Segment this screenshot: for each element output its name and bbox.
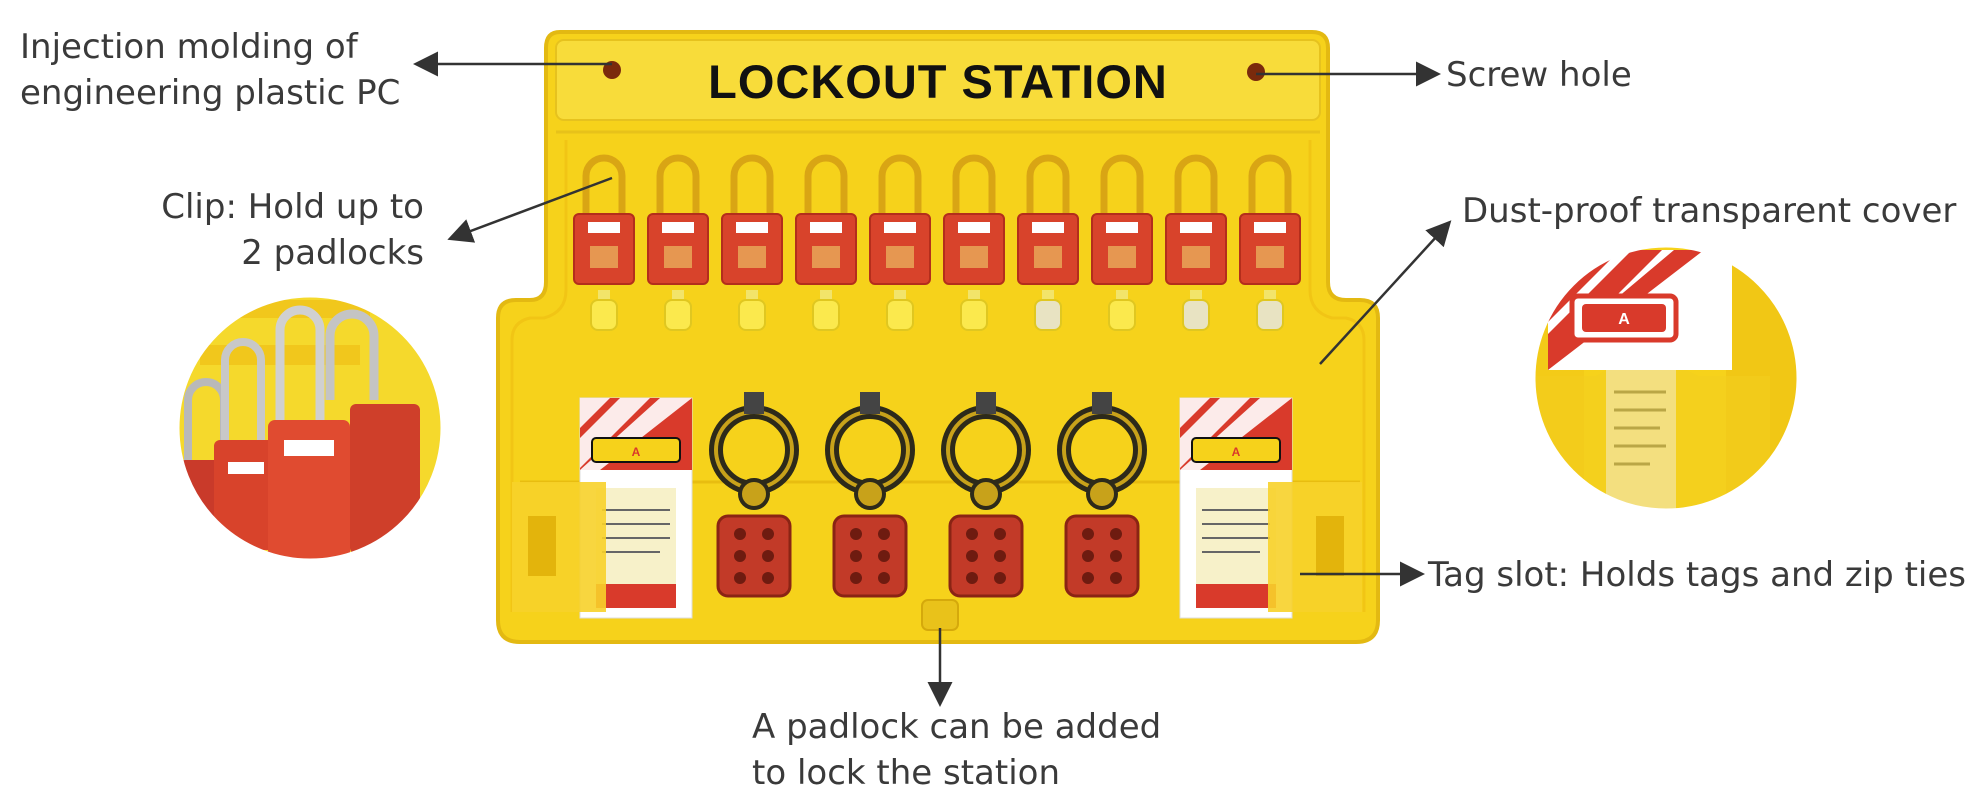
key-clip-icon (590, 290, 618, 331)
hasp-icon (709, 392, 799, 598)
padlock-icon (1239, 154, 1301, 285)
svg-text:A: A (1232, 445, 1241, 459)
callout-line: A padlock can be added (752, 707, 1162, 747)
hasp-icon (825, 392, 915, 598)
padlock-icon (1165, 154, 1227, 285)
key-clip-icon (1108, 290, 1136, 331)
danger-tag-icon: A (579, 397, 693, 619)
key-clip-icon (960, 290, 988, 331)
board-body (496, 30, 1380, 644)
hasp-icon (941, 392, 1031, 598)
padlock-icon (573, 154, 635, 285)
padlock-icon (647, 154, 709, 285)
screw-hole-icon (1247, 63, 1265, 81)
key-clip-icon (664, 290, 692, 331)
padlock-icon (721, 154, 783, 285)
callout-line: Clip: Hold up to (161, 187, 424, 227)
header-band (555, 39, 1321, 121)
padlock-icon (1091, 154, 1153, 285)
padlock-icon (795, 154, 857, 285)
callout-screw-hole: Screw hole (1446, 55, 1632, 95)
tag-slot-right (1268, 482, 1362, 612)
callout-line: to lock the station (752, 753, 1060, 793)
callout-line: 2 padlocks (241, 233, 424, 273)
callout-station-lock: A padlock can be added to lock the stati… (752, 704, 1161, 796)
tag-slot-left (512, 482, 606, 612)
callout-cover: Dust-proof transparent cover (1462, 191, 1957, 231)
key-clip-icon (738, 290, 766, 331)
key-clip-icon (1034, 290, 1062, 331)
screw-hole-icon (603, 61, 621, 79)
padlock-icon (1017, 154, 1079, 285)
callout-line: engineering plastic PC (20, 73, 401, 113)
padlock-icon (943, 154, 1005, 285)
arrow-icon (1319, 220, 1452, 365)
callout-tag-slot: Tag slot: Holds tags and zip ties (1428, 555, 1966, 595)
callout-material: Injection molding of engineering plastic… (20, 24, 400, 116)
key-clip-icon (812, 290, 840, 331)
key-clip-icon (886, 290, 914, 331)
padlock-icon (869, 154, 931, 285)
key-clip-icon (1182, 290, 1210, 331)
station-title: LOCKOUT STATION (708, 55, 1168, 108)
hasp-icon (1057, 392, 1147, 598)
svg-text:A: A (632, 445, 641, 459)
callout-clip: Clip: Hold up to 2 padlocks (140, 184, 424, 276)
svg-text:A: A (1618, 311, 1630, 328)
arrow-icon (447, 176, 613, 243)
key-clip-icon (1256, 290, 1284, 331)
callout-line: Injection molding of (20, 27, 358, 67)
